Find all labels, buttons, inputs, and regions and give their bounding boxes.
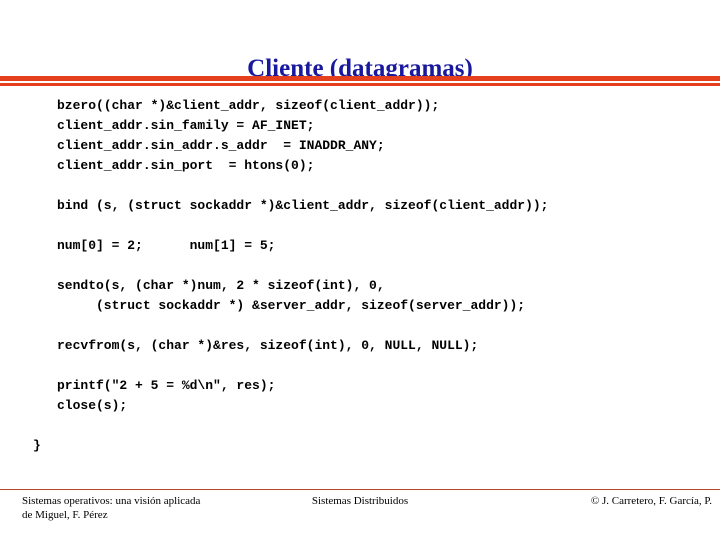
code-line: } bbox=[33, 438, 41, 453]
code-block: } bbox=[0, 436, 720, 456]
code-line: sendto(s, (char *)num, 2 * sizeof(int), … bbox=[57, 278, 385, 293]
code-block: num[0] = 2; num[1] = 5; bbox=[0, 236, 720, 256]
footer-course-name: Sistemas Distribuidos bbox=[311, 495, 409, 507]
code-line: client_addr.sin_port = htons(0); bbox=[57, 158, 315, 173]
code-block: printf("2 + 5 = %d\n", res); close(s); bbox=[0, 376, 720, 416]
title-divider bbox=[0, 76, 720, 86]
code-block: bind (s, (struct sockaddr *)&client_addr… bbox=[0, 196, 720, 216]
code-line: close(s); bbox=[57, 398, 128, 413]
title-divider-bar-top bbox=[0, 76, 720, 81]
code-line: printf("2 + 5 = %d\n", res); bbox=[57, 378, 276, 393]
code-block: recvfrom(s, (char *)&res, sizeof(int), 0… bbox=[0, 336, 720, 356]
title-divider-gap bbox=[0, 81, 720, 83]
code-line: bind (s, (struct sockaddr *)&client_addr… bbox=[57, 198, 549, 213]
code-block: sendto(s, (char *)num, 2 * sizeof(int), … bbox=[0, 276, 720, 316]
footer-book-title: Sistemas operativos: una visión aplicada bbox=[22, 495, 201, 507]
code-line: bzero((char *)&client_addr, sizeof(clien… bbox=[57, 98, 440, 113]
code-block: bzero((char *)&client_addr, sizeof(clien… bbox=[0, 96, 720, 176]
code-line: client_addr.sin_addr.s_addr = INADDR_ANY… bbox=[57, 138, 385, 153]
title-divider-bar-bottom bbox=[0, 83, 720, 86]
footer-book-authors: de Miguel, F. Pérez bbox=[22, 509, 108, 521]
footer-copyright: © J. Carretero, F. García, P. bbox=[590, 495, 712, 507]
footer-divider bbox=[0, 489, 720, 490]
code-listing: bzero((char *)&client_addr, sizeof(clien… bbox=[0, 96, 720, 456]
code-line: client_addr.sin_family = AF_INET; bbox=[57, 118, 315, 133]
code-line: num[0] = 2; num[1] = 5; bbox=[57, 238, 276, 253]
code-line: recvfrom(s, (char *)&res, sizeof(int), 0… bbox=[57, 338, 479, 353]
slide-footer: Sistemas operativos: una visión aplicada… bbox=[0, 494, 720, 534]
code-line: (struct sockaddr *) &server_addr, sizeof… bbox=[57, 298, 526, 313]
footer-book-reference: Sistemas operativos: una visión aplicada… bbox=[22, 494, 200, 522]
